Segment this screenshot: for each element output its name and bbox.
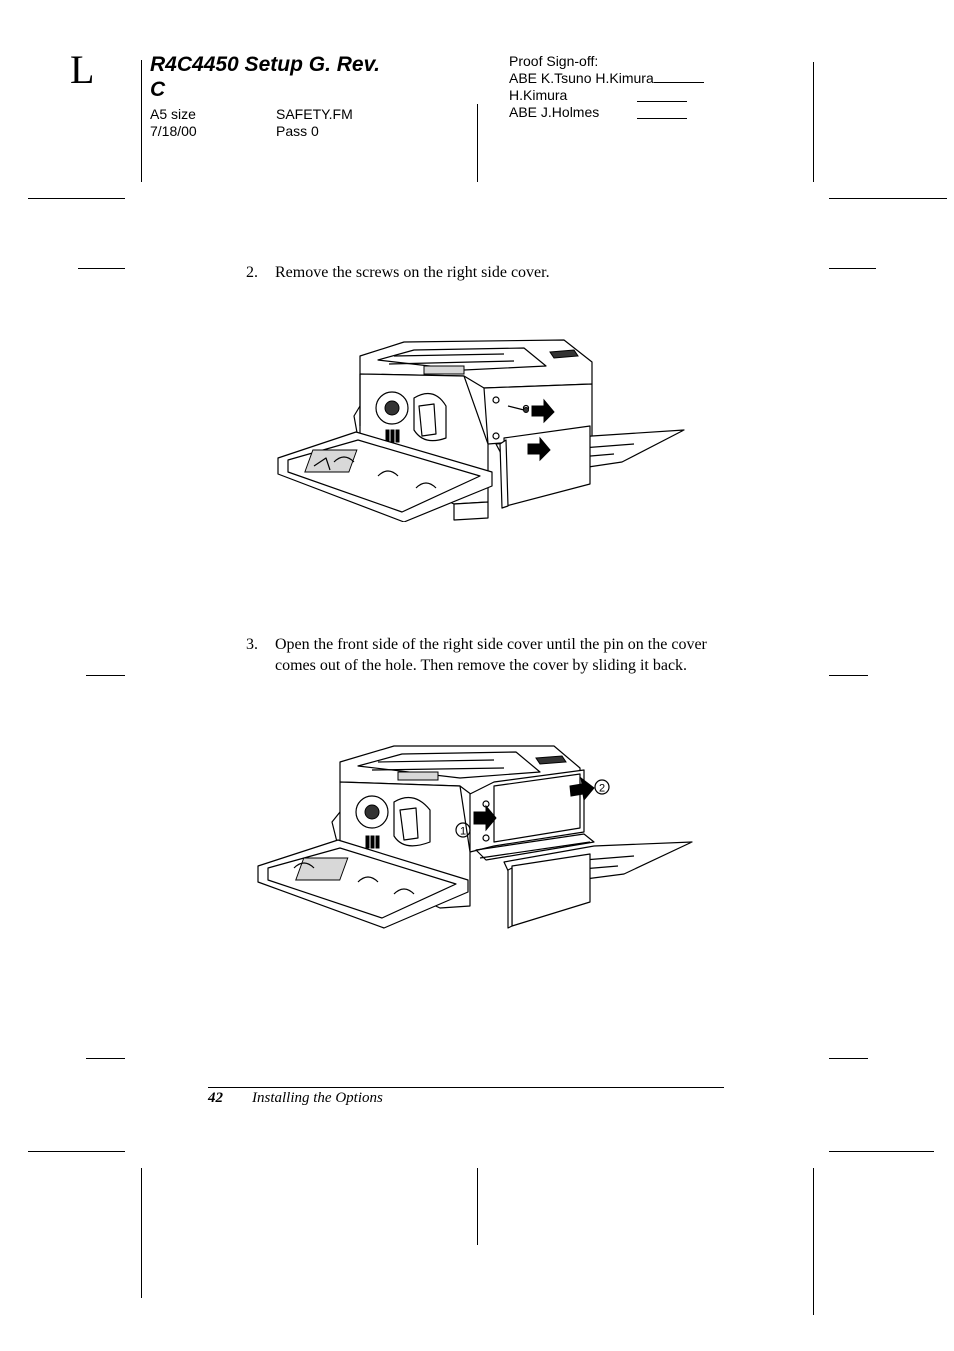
proof-names-2: H.Kimura — [509, 87, 568, 103]
signature-line — [637, 89, 687, 102]
step-text: Remove the screws on the right side cove… — [275, 264, 550, 281]
crop-mark — [141, 60, 142, 182]
step-number: 3. — [246, 636, 258, 653]
section-title: Installing the Options — [252, 1090, 383, 1106]
printer-illustration-slide-cover: 1 2 — [257, 745, 693, 929]
step-text: Open the front side of the right side co… — [275, 636, 707, 674]
corner-mark: L — [70, 47, 95, 92]
crop-mark — [813, 1168, 814, 1315]
document-title: R4C4450 Setup G. Rev. C — [150, 53, 380, 101]
step-number: 2. — [246, 264, 258, 281]
proof-line-2: H.Kimura — [509, 87, 704, 104]
crop-mark — [28, 1151, 125, 1152]
proof-title: Proof Sign-off: — [509, 53, 599, 69]
crop-mark — [829, 675, 868, 676]
crop-mark — [86, 675, 125, 676]
proof-line-3: ABE J.Holmes — [509, 104, 704, 121]
pass-number: Pass 0 — [276, 123, 319, 139]
signature-line — [637, 106, 687, 119]
printer-illustration-remove-screws — [277, 339, 685, 522]
crop-mark — [86, 1058, 125, 1059]
file-name: SAFETY.FM — [276, 106, 353, 122]
revision-date: 7/18/00 — [150, 123, 197, 139]
signature-line — [653, 70, 704, 83]
callout-2: 2 — [599, 783, 605, 795]
proof-names-3: ABE J.Holmes — [509, 104, 600, 120]
crop-mark — [78, 268, 125, 269]
proof-names-1: ABE K.Tsuno H.Kimura — [509, 70, 654, 86]
proof-line-1: ABE K.Tsuno H.Kimura — [509, 70, 704, 87]
page-number: 42 — [208, 1090, 223, 1106]
crop-mark — [477, 104, 478, 182]
crop-mark — [28, 198, 125, 199]
crop-mark — [829, 198, 947, 199]
crop-mark — [829, 268, 876, 269]
footer-rule — [208, 1087, 724, 1088]
crop-mark — [829, 1058, 868, 1059]
proof-signoff: Proof Sign-off: ABE K.Tsuno H.Kimura H.K… — [509, 53, 704, 121]
crop-mark — [141, 1168, 142, 1298]
crop-mark — [829, 1151, 934, 1152]
crop-mark — [477, 1168, 478, 1245]
crop-mark — [813, 62, 814, 182]
page-size: A5 size — [150, 106, 196, 122]
callout-1: 1 — [460, 826, 466, 838]
